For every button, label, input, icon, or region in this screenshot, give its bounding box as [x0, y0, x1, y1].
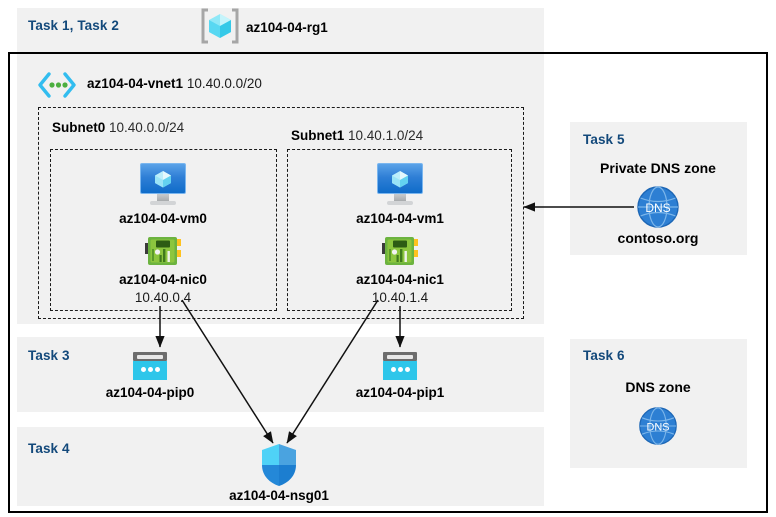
pip0-name: az104-04-pip0	[105, 385, 195, 400]
vm1-name: az104-04-vm1	[356, 211, 444, 226]
task-label-4: Task 4	[28, 441, 70, 456]
private-dns-zone-heading: Private DNS zone	[600, 160, 716, 176]
task-label-3: Task 3	[28, 348, 70, 363]
subnet1-name: Subnet1	[291, 128, 345, 143]
nic1-ip: 10.40.1.4	[371, 290, 429, 305]
network-interface-icon	[380, 235, 420, 269]
public-ip-icon	[383, 352, 417, 380]
subnet1-cidr: 10.40.1.0/24	[348, 128, 424, 143]
resource-group-body-panel	[17, 52, 544, 324]
public-ip-icon	[133, 352, 167, 380]
nic0-ip: 10.40.0.4	[134, 290, 192, 305]
task6-panel	[570, 339, 747, 468]
dns-zone-icon: DNS	[638, 406, 678, 446]
task-label-1-2: Task 1, Task 2	[28, 18, 119, 33]
resource-group-panel	[17, 8, 544, 52]
vnet-cidr: 10.40.0.0/20	[186, 76, 262, 91]
resource-group-name: az104-04-rg1	[246, 20, 328, 35]
subnet1-header: Subnet1 10.40.1.0/24	[291, 128, 423, 143]
network-interface-icon	[143, 235, 183, 269]
subnets-container	[38, 107, 524, 319]
pip1-name: az104-04-pip1	[355, 385, 445, 400]
task-label-5: Task 5	[583, 132, 625, 147]
dns-zone-icon: DNS	[636, 185, 680, 229]
private-dns-zone-name: contoso.org	[617, 230, 699, 246]
virtual-network-icon	[37, 72, 77, 98]
dns-icon-text: DNS	[647, 422, 670, 434]
diagram-outer-border	[8, 52, 768, 513]
dns-zone-heading: DNS zone	[625, 379, 691, 395]
subnet0-box	[50, 149, 277, 311]
virtual-machine-icon	[377, 163, 423, 205]
resource-group-icon	[198, 7, 242, 45]
vnet-header: az104-04-vnet1 10.40.0.0/20	[87, 76, 262, 91]
task-label-6: Task 6	[583, 348, 625, 363]
subnet0-name: Subnet0	[52, 120, 106, 135]
virtual-machine-icon	[140, 163, 186, 205]
vnet-name: az104-04-vnet1	[87, 76, 184, 91]
network-security-group-icon	[260, 443, 298, 487]
vm0-name: az104-04-vm0	[119, 211, 207, 226]
nsg-name: az104-04-nsg01	[229, 488, 329, 503]
nic1-name: az104-04-nic1	[356, 272, 444, 287]
subnet0-cidr: 10.40.0.0/24	[109, 120, 185, 135]
task3-panel	[17, 337, 544, 412]
subnet0-header: Subnet0 10.40.0.0/24	[52, 120, 184, 135]
dns-icon-text: DNS	[645, 201, 670, 215]
nic0-name: az104-04-nic0	[119, 272, 207, 287]
